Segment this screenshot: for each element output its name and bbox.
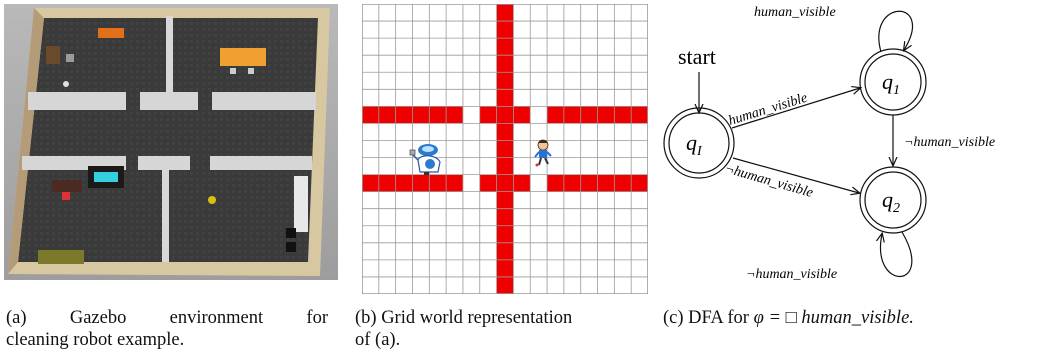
kitchen-counter [294, 176, 308, 232]
edge-qI-q1 [731, 88, 860, 129]
robot-icon [409, 144, 441, 175]
state-q2-label: q2 [882, 187, 900, 216]
start-label: start [678, 44, 716, 69]
caption-c: (c) DFA for φ = □ human_visible. [663, 307, 1043, 329]
edge-q1-self [878, 10, 913, 53]
stool [286, 242, 296, 252]
edge-qI-q2 [732, 157, 859, 193]
state-q1-label: q1 [882, 69, 900, 98]
caption-a-word: for [306, 308, 328, 328]
obstacle-cell [496, 4, 514, 294]
edge-q2-self-label: ¬human_visible [746, 267, 837, 282]
obstacles [362, 4, 648, 294]
person-icon [534, 139, 552, 167]
interior-wall [140, 92, 198, 110]
caption-a-line1: (a) Gazebo environment for [6, 307, 328, 329]
caption-c-prefix: (c) DFA for [663, 308, 749, 328]
bed [38, 250, 84, 264]
dfa-svg: start qI q1 q2 human_visible human_visib… [663, 5, 995, 282]
edge-q1-q2-label: ¬human_visible [904, 135, 995, 150]
edge-q1-self-label: human_visible [754, 5, 836, 20]
interior-wall [28, 92, 126, 110]
obstacle-cell [479, 174, 531, 192]
caption-a-word: Gazebo [69, 308, 127, 328]
state-qI: qI [663, 107, 735, 179]
red-chair [62, 192, 70, 200]
grid-world-svg [362, 4, 648, 294]
chair [248, 68, 254, 74]
caption-a-tag: (a) [6, 308, 27, 328]
sofa [52, 180, 82, 192]
interior-wall [138, 156, 190, 170]
interior-wall [162, 170, 169, 262]
state-q1: q1 [859, 48, 927, 116]
interior-wall [166, 16, 173, 92]
state-q2: q2 [859, 166, 927, 234]
edge-qI-q1-label: human_visible [727, 91, 809, 129]
grid-lines [362, 4, 648, 294]
gazebo-scene [4, 4, 338, 280]
interior-wall [212, 92, 316, 110]
caption-a-line2: cleaning robot example. [6, 330, 185, 350]
chair [230, 68, 236, 74]
floor [18, 18, 318, 262]
caption-b-line2: of (a). [355, 330, 401, 350]
table-orange [220, 48, 266, 66]
desk-orange [98, 28, 124, 38]
tv-screen [94, 172, 118, 182]
caption-a: (a) Gazebo environment for cleaning robo… [6, 307, 328, 351]
cabinet [46, 46, 60, 64]
left-wall-shade [8, 8, 44, 274]
dfa-diagram: start qI q1 q2 human_visible human_visib… [656, 0, 1048, 290]
caption-b-line1: (b) Grid world representation [355, 308, 573, 328]
caption-c-formula: φ = □ human_visible. [753, 308, 914, 328]
gazebo-environment-image [4, 4, 338, 280]
interior-wall [210, 156, 312, 170]
state-qI-label: qI [686, 130, 703, 159]
obstacle-cell [479, 106, 531, 124]
grid-world [362, 4, 648, 294]
lamp [63, 81, 69, 87]
stool [286, 228, 296, 238]
cleaning-robot [208, 196, 216, 204]
edge-q2-self [881, 232, 913, 278]
caption-a-word: environment [169, 308, 264, 328]
chair [66, 54, 74, 62]
caption-b: (b) Grid world representation of (a). [355, 307, 660, 351]
